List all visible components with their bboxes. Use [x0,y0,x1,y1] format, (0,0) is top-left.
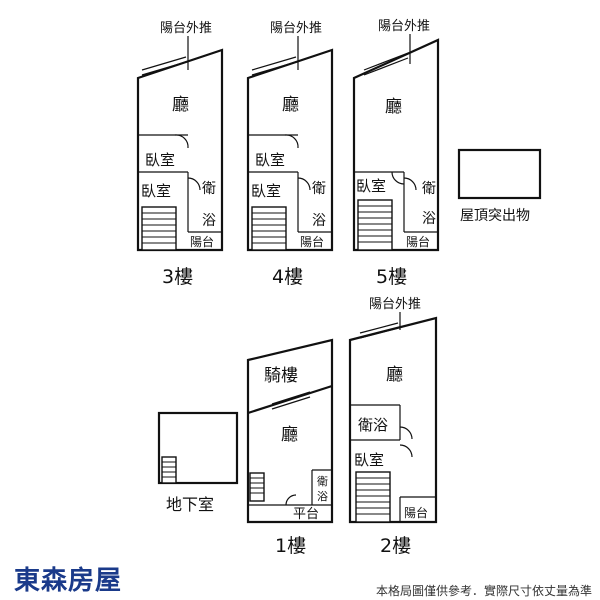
hall-label-1f: 廳 [281,425,298,445]
balcony-label-3f: 陽台 [190,234,214,249]
basement-label: 地下室 [166,495,214,514]
balcony-push-label-3f: 陽台外推 [160,21,212,36]
floor-4-plan: 陽台外推 廳 臥室 臥室 衛 浴 陽台 4樓 [246,21,334,288]
bath-yu-label-4f: 浴 [312,213,326,229]
bath-wei-label-4f: 衛 [312,181,326,197]
balcony-push-label-4f: 陽台外推 [270,21,322,36]
bath-wei-label-5f: 衛 [422,181,436,197]
bedroom-label-5f: 臥室 [356,177,386,195]
balcony-label-4f: 陽台 [300,234,324,249]
balcony-label-2f: 陽台 [404,505,428,520]
bath-yu-label-5f: 浴 [422,211,436,227]
balcony-push-label-5f: 陽台外推 [378,19,430,34]
floor-label-1f: 1樓 [275,535,306,557]
floor-1-plan: 騎樓 廳 衛 浴 平台 1樓 [246,338,334,557]
floor-label-4f: 4樓 [272,266,303,288]
bedroom-label-3f-b: 臥室 [141,182,171,200]
arcade-label: 騎樓 [264,366,298,386]
floor-2-plan: 陽台外推 廳 衛浴 臥室 陽台 2樓 [348,297,438,557]
floor-3-plan: 陽台外推 廳 臥室 臥室 衛 浴 陽台 3樓 [136,21,224,288]
hall-label-2f: 廳 [386,365,403,385]
bath-yu-label-3f: 浴 [202,213,216,229]
basement-plan: 地下室 [157,411,239,514]
hall-label-3f: 廳 [172,95,189,115]
hall-label-5f: 廳 [385,97,402,117]
bath-yu-label-1f: 浴 [317,490,328,503]
balcony-label-5f: 陽台 [406,234,430,249]
disclaimer-note: 本格局圖僅供參考．實際尺寸依丈量為準 [375,584,592,598]
balcony-push-label-2f: 陽台外推 [369,297,421,312]
platform-label: 平台 [293,507,319,522]
floor-label-2f: 2樓 [380,535,411,557]
bath-wei-label-1f: 衛 [317,475,328,488]
bedroom-label-2f: 臥室 [354,451,384,469]
floor-5-plan: 陽台外推 廳 臥室 衛 浴 陽台 5樓 [352,19,440,288]
roof-structure: 屋頂突出物 [457,148,542,224]
brand-logo-text: 東森房屋 [14,566,123,596]
bedroom-label-4f-a: 臥室 [255,151,285,169]
bedroom-label-4f-b: 臥室 [251,182,281,200]
floor-label-5f: 5樓 [376,266,407,288]
roof-label: 屋頂突出物 [460,208,530,224]
bedroom-label-3f-a: 臥室 [145,151,175,169]
bath-wei-label-3f: 衛 [202,181,216,197]
floor-label-3f: 3樓 [162,266,193,288]
hall-label-4f: 廳 [282,95,299,115]
bath-label-2f: 衛浴 [358,416,388,434]
